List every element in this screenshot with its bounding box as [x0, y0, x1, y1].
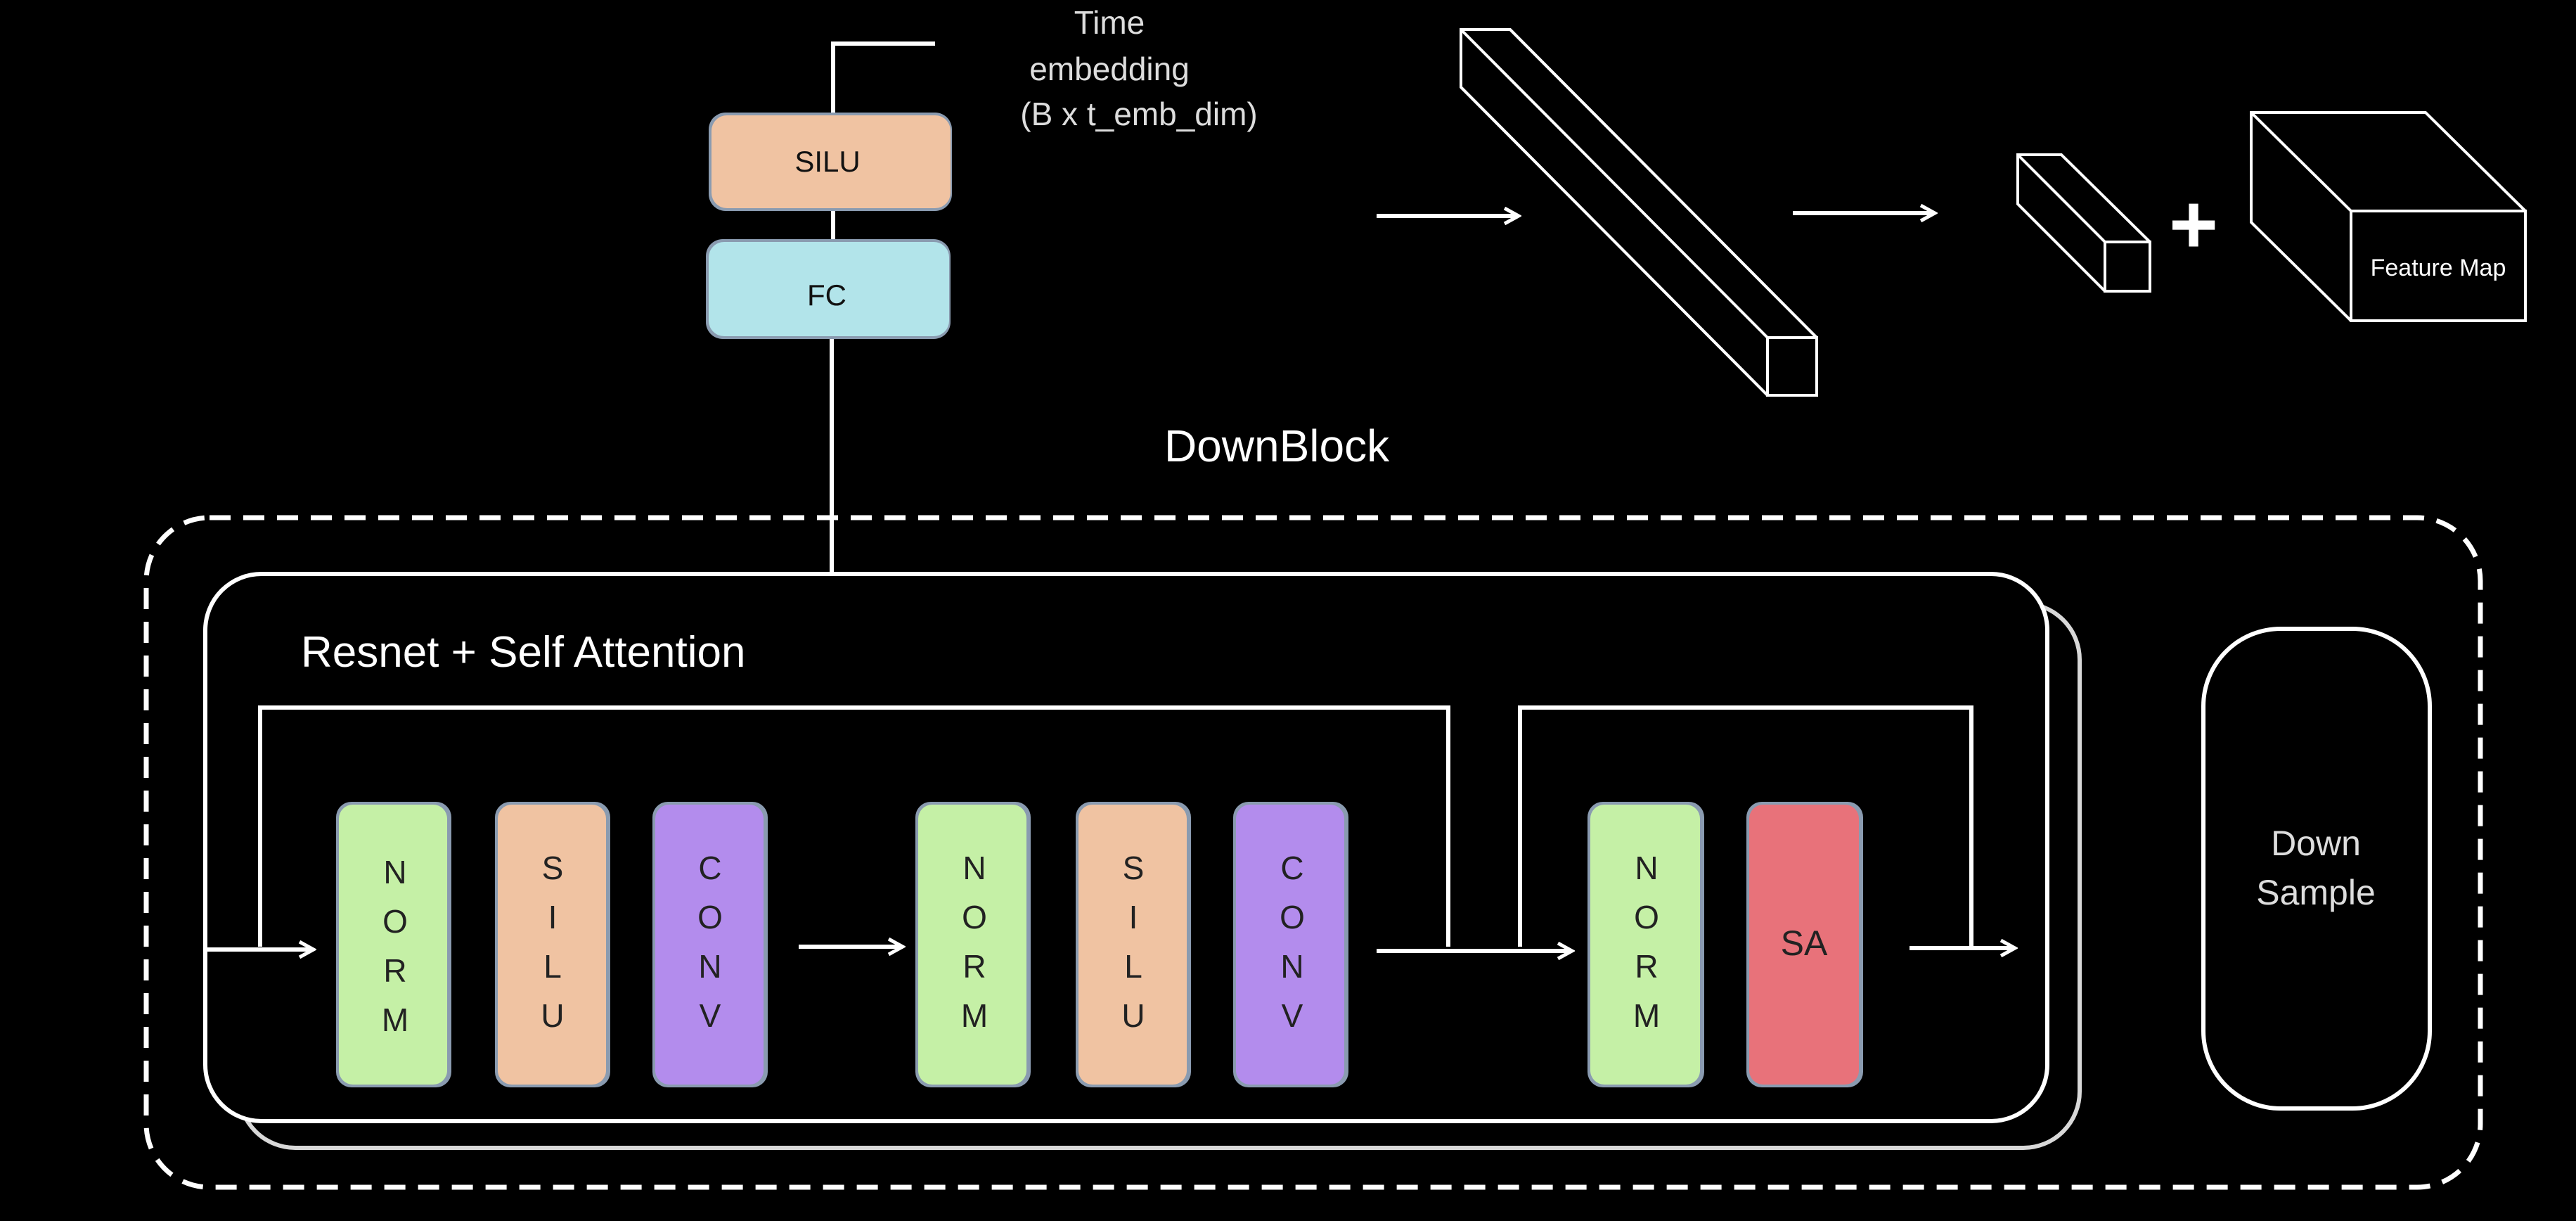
layer-letter: M	[1633, 997, 1660, 1034]
layer-letter: N	[698, 948, 721, 985]
attention-norm-layer: N O R M	[1588, 802, 1704, 1087]
layer-letter: L	[543, 948, 562, 985]
feature-map-cube	[2250, 111, 2527, 322]
layer-letter: R	[1635, 948, 1658, 985]
resnet-layer-2-conv: C O N V	[1233, 802, 1348, 1087]
downblock-title: DownBlock	[1164, 421, 1390, 471]
layer-letter: R	[383, 952, 406, 989]
attention-skip-connection	[1518, 705, 1973, 947]
layer-letter: V	[700, 997, 721, 1034]
layer-letter: O	[962, 899, 987, 935]
layer-letter: I	[548, 899, 558, 935]
layer-letter: C	[1280, 850, 1303, 886]
resnet-layer-1-silu: S I L U	[495, 802, 610, 1087]
resnet-title: Resnet + Self Attention	[301, 628, 745, 677]
layer-letter: O	[1280, 899, 1305, 935]
layer-letter: U	[541, 997, 564, 1034]
time-embedding-label-line2: embedding	[1029, 51, 1190, 87]
layer-letter: M	[382, 1002, 408, 1038]
self-attention-label: SA	[1781, 923, 1828, 963]
time-fc-label: FC	[807, 279, 846, 312]
resnet-layer-1-conv: C O N V	[652, 802, 768, 1087]
plus-sign: +	[2169, 177, 2218, 271]
layer-letter: O	[1634, 899, 1659, 935]
layer-letter: L	[1124, 948, 1142, 985]
broadcast-illustration: + Feature Map	[1377, 28, 2527, 397]
self-attention-layer: SA	[1746, 802, 1863, 1087]
layer-letter: N	[1280, 948, 1303, 985]
layer-letter: C	[698, 850, 721, 886]
layer-letter: R	[962, 948, 986, 985]
downsample-label-line1: Down	[2271, 824, 2361, 863]
layer-letter: S	[1123, 850, 1145, 886]
time-embedding-label-line1: Time	[1074, 4, 1145, 41]
layer-letter: M	[961, 997, 988, 1034]
layer-letter: I	[1129, 899, 1138, 935]
time-silu-label: SILU	[794, 145, 860, 178]
layer-letter: N	[962, 850, 986, 886]
short-embedding-prism	[2016, 153, 2151, 293]
layer-letter: O	[382, 903, 408, 940]
layer-letter: V	[1282, 997, 1303, 1034]
resnet-skip-connection	[258, 705, 1450, 947]
downblock-container	[143, 515, 2483, 1190]
long-embedding-prism	[1460, 28, 1818, 397]
time-embedding-branch: Time embedding (B x t_emb_dim) SILU FC	[706, 4, 1258, 941]
downsample-label-line2: Sample	[2256, 873, 2376, 912]
feature-map-label: Feature Map	[2371, 255, 2506, 281]
layer-letter: U	[1121, 997, 1145, 1034]
layer-letter: O	[697, 899, 723, 935]
resnet-layer-1-norm: N O R M	[336, 802, 451, 1087]
layer-letter: S	[542, 850, 564, 886]
time-silu-block: SILU	[709, 113, 952, 211]
layer-letter: N	[1635, 850, 1658, 886]
time-embedding-label-line3: (B x t_emb_dim)	[1020, 96, 1257, 132]
time-embedding-input-line	[831, 41, 935, 113]
downsample-block: Down Sample	[2201, 627, 2432, 1111]
resnet-layer-2-norm: N O R M	[915, 802, 1031, 1087]
resnet-layer-2-silu: S I L U	[1076, 802, 1191, 1087]
layer-letter: N	[383, 854, 406, 890]
time-fc-block: FC	[706, 239, 951, 339]
